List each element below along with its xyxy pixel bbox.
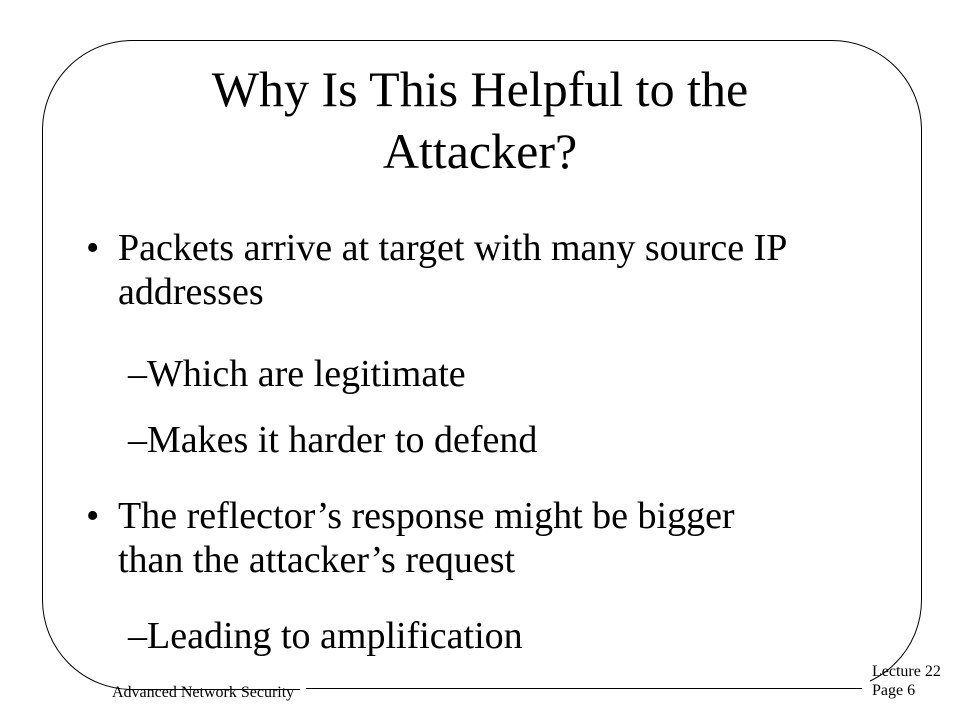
sub-bullet-item: –Leading to amplification — [128, 614, 523, 658]
page-number: Page 6 — [872, 682, 916, 699]
sub-bullet-symbol: – — [128, 419, 147, 461]
bullet-text: Packets arrive at target with many sourc… — [118, 227, 786, 313]
bullet-symbol: • — [86, 227, 100, 269]
sub-bullet-symbol: – — [128, 353, 147, 395]
footer-rule — [306, 688, 862, 689]
sub-bullet-text: Which are legitimate — [147, 353, 466, 395]
lecture-number: Lecture 22 — [872, 663, 941, 680]
bullet-symbol: • — [86, 495, 100, 537]
sub-bullet-text: Leading to amplification — [147, 615, 523, 657]
sub-bullet-text: Makes it harder to defend — [147, 419, 538, 461]
frame-gap — [300, 676, 870, 706]
course-name: Advanced Network Security — [112, 684, 295, 701]
bullet-text: The reflector’s response might be bigger… — [118, 495, 735, 581]
lecture-page-info: Lecture 22 Page 6 — [872, 662, 941, 700]
slide-title: Why Is This Helpful to the Attacker? — [211, 61, 749, 179]
sub-bullet-symbol: – — [128, 615, 147, 657]
sub-bullet-item: –Makes it harder to defend — [128, 418, 537, 462]
sub-bullet-item: –Which are legitimate — [128, 352, 466, 396]
